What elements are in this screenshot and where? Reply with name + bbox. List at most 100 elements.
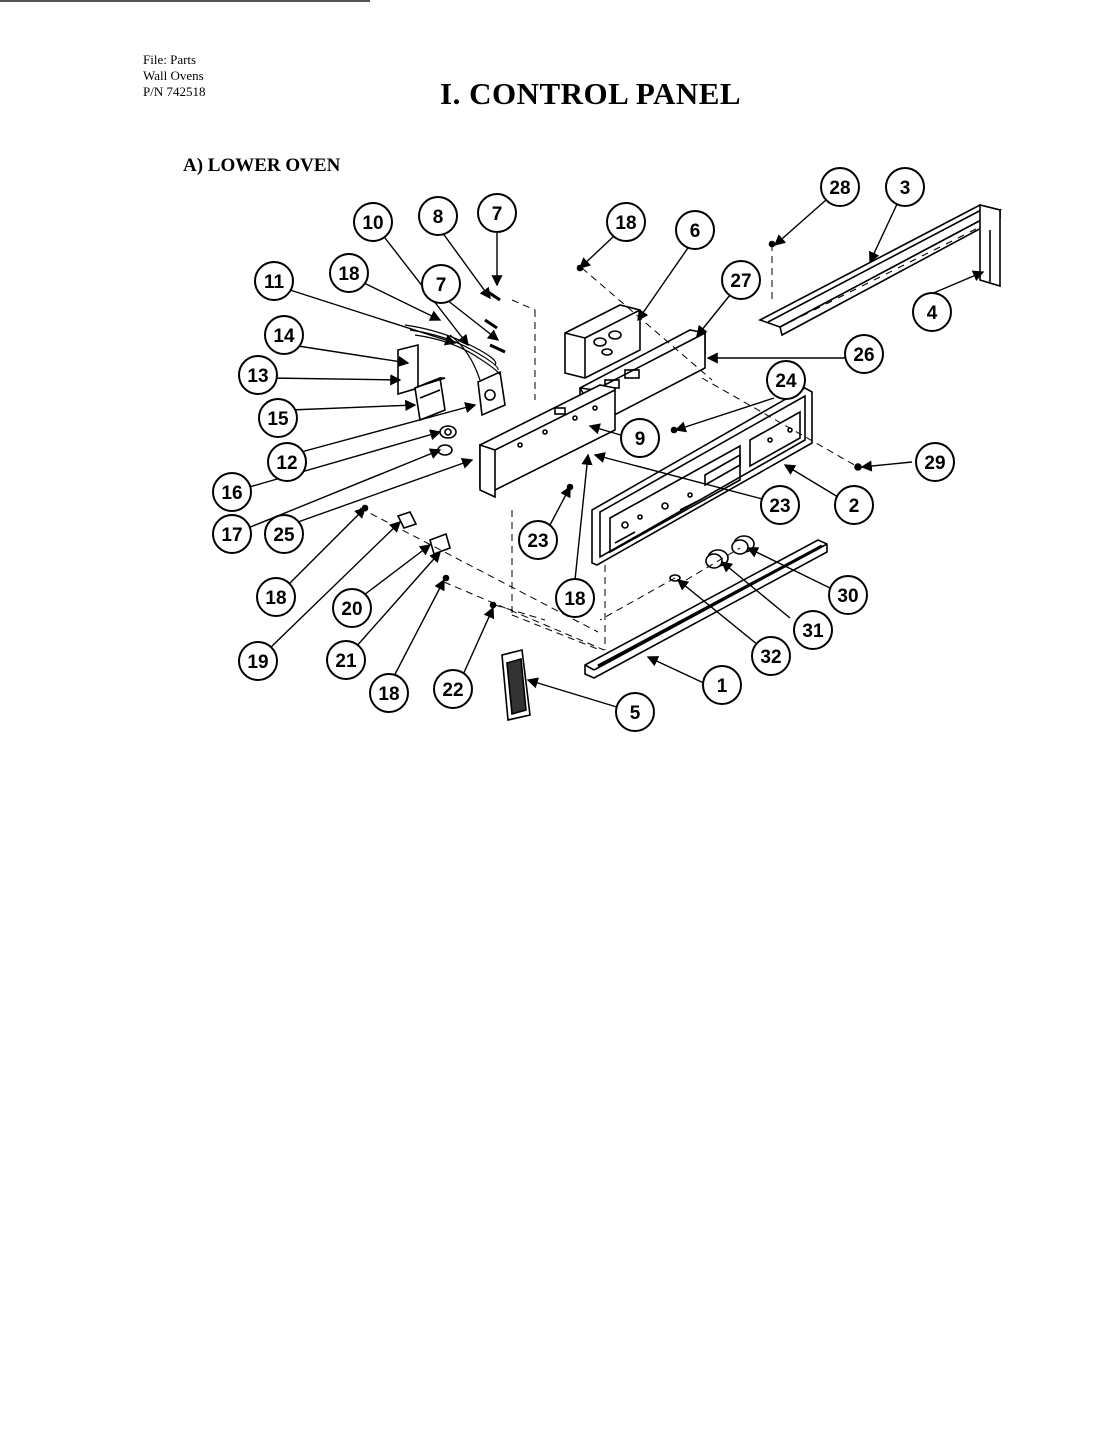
callout-13: 13 — [238, 355, 278, 395]
part-16-switch — [439, 425, 457, 439]
callout-circle — [421, 264, 461, 304]
callout-circle — [332, 588, 372, 628]
callout-7: 7 — [421, 264, 461, 304]
callout-6: 6 — [675, 210, 715, 250]
callout-number: 27 — [730, 271, 751, 292]
top-rule — [0, 0, 370, 2]
callout-number: 24 — [775, 371, 797, 392]
callout-circle — [518, 520, 558, 560]
callout-2: 2 — [834, 485, 874, 525]
callout-circle — [606, 202, 646, 242]
callout-circle — [834, 485, 874, 525]
callout-number: 28 — [829, 178, 850, 199]
callout-circle — [477, 193, 517, 233]
callout-circle — [353, 202, 393, 242]
callout-number: 26 — [853, 345, 874, 366]
callout-number: 22 — [442, 680, 463, 701]
callout-number: 19 — [247, 652, 268, 673]
callout-circle — [212, 514, 252, 554]
callout-9: 9 — [620, 418, 660, 458]
callout-circle — [254, 261, 294, 301]
callout-number: 25 — [273, 525, 295, 546]
callout-circle — [721, 260, 761, 300]
part-9-backplate — [479, 384, 616, 499]
part-3-top-rail — [757, 203, 1003, 337]
callout-number: 7 — [436, 275, 447, 296]
callout-circle — [820, 167, 860, 207]
callout-number: 10 — [362, 213, 383, 234]
callout-number: 2 — [849, 496, 860, 517]
callout-number: 17 — [221, 525, 242, 546]
callout-19: 19 — [238, 641, 278, 681]
callout-24: 24 — [766, 360, 806, 400]
callout-number: 18 — [338, 264, 359, 285]
part-6-clock-module — [564, 304, 641, 379]
assembly-dashed-lines — [359, 244, 859, 651]
callout-18: 18 — [329, 253, 369, 293]
part-8-pin — [489, 343, 506, 354]
callout-18: 18 — [606, 202, 646, 242]
part-5-vent-grille — [501, 649, 531, 721]
callout-number: 12 — [276, 453, 297, 474]
callout-circle — [615, 692, 655, 732]
callout-11: 11 — [254, 261, 294, 301]
callout-circle — [329, 253, 369, 293]
callout-number: 18 — [564, 589, 585, 610]
part-10-wire-harness — [404, 324, 501, 381]
callout-circle — [326, 640, 366, 680]
callout-circle — [264, 514, 304, 554]
file-line: P/N 742518 — [143, 84, 206, 99]
callout-number: 21 — [335, 651, 357, 672]
file-line: File: Parts — [143, 52, 197, 67]
callout-circle — [418, 196, 458, 236]
callout-18: 18 — [555, 578, 595, 618]
file-info: File: Parts Wall Ovens P/N 742518 — [143, 52, 205, 100]
callout-number: 6 — [690, 221, 701, 242]
callout-number: 18 — [615, 213, 636, 234]
callout-26: 26 — [844, 334, 884, 374]
callout-30: 30 — [828, 575, 868, 615]
callout-10: 10 — [353, 202, 393, 242]
callout-3: 3 — [885, 167, 925, 207]
callout-number: 23 — [769, 496, 790, 517]
callout-23: 23 — [518, 520, 558, 560]
callout-number: 18 — [265, 588, 286, 609]
callout-circle — [912, 292, 952, 332]
callout-number: 3 — [900, 178, 911, 199]
callout-number: 9 — [635, 429, 646, 450]
callout-20: 20 — [332, 588, 372, 628]
callout-8: 8 — [418, 196, 458, 236]
part-15-relay — [414, 376, 446, 422]
callout-number: 29 — [924, 453, 945, 474]
callout-number: 5 — [630, 703, 641, 724]
callout-circle — [238, 641, 278, 681]
callout-22: 22 — [433, 669, 473, 709]
page-title: I. CONTROL PANEL — [440, 76, 742, 111]
callout-32: 32 — [751, 636, 791, 676]
callout-circle — [238, 355, 278, 395]
part-17-switch — [437, 444, 453, 456]
callout-circle — [760, 485, 800, 525]
callout-circle — [885, 167, 925, 207]
callout-number: 1 — [717, 676, 728, 697]
callout-4: 4 — [912, 292, 952, 332]
callout-number: 16 — [221, 483, 242, 504]
callout-circle — [264, 315, 304, 355]
callout-circle — [675, 210, 715, 250]
callout-number: 8 — [433, 207, 444, 228]
callout-circle — [766, 360, 806, 400]
callout-number: 20 — [341, 599, 362, 620]
callout-number: 18 — [378, 684, 399, 705]
callout-16: 16 — [212, 472, 252, 512]
callout-1: 1 — [702, 665, 742, 705]
callout-circle — [267, 442, 307, 482]
callout-circle — [793, 610, 833, 650]
callout-number: 7 — [492, 204, 503, 225]
callout-number: 11 — [264, 272, 285, 293]
callout-25: 25 — [264, 514, 304, 554]
part-31-knob — [705, 549, 729, 569]
callout-number: 23 — [527, 531, 548, 552]
callout-number: 31 — [802, 621, 824, 642]
